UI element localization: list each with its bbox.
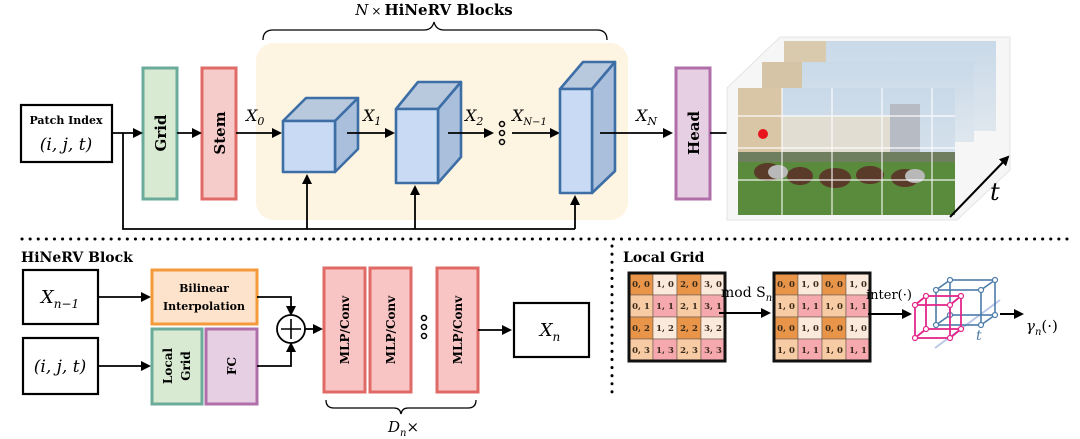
label-xn-1: XN−1 [510, 106, 547, 128]
grid-cell-label: 1, 1 [801, 346, 819, 356]
grid-cell-label: 1, 2 [656, 324, 674, 334]
svg-text:MLP/Conv: MLP/Conv [451, 295, 465, 364]
grid-cell-label: 0, 1 [632, 302, 650, 312]
svg-text:(i, j, t): (i, j, t) [34, 357, 86, 377]
grid-cell-label: 3, 3 [704, 346, 722, 356]
grid-cell-label: 1, 0 [825, 346, 843, 356]
head-block: Head [674, 66, 712, 201]
mod-label: mod Sn [721, 285, 772, 304]
patch-index-coords: (i, j, t) [40, 135, 92, 155]
arrow-bilinear-to-add [257, 296, 296, 316]
depth-label: Dn× [387, 418, 419, 439]
blocks-title: N×HiNeRV Blocks [354, 1, 512, 19]
grid-cell-label: 1, 3 [656, 346, 674, 356]
grid-cell-label: 2, 2 [680, 324, 698, 334]
grid-cell-label: 0, 2 [632, 324, 650, 334]
time-axis-label: t [990, 178, 1000, 206]
add-icon [276, 314, 306, 344]
mlp-conv-block-1: MLP/Conv [322, 266, 367, 394]
local-grid-after: 0, 0 1, 0 0, 0 1, 0 1, 0 1, 1 1, 0 1, 1 0, 0 1, 0… [772, 271, 872, 363]
grid-cell-label: 1, 0 [849, 324, 867, 334]
cube-t-label: t [976, 328, 982, 344]
video-frame-front [738, 88, 955, 215]
grid-cell-label: 1, 0 [777, 346, 795, 356]
bilinear-interpolation-block: Bilinear Interpolation [150, 268, 259, 326]
patch-query-dot [758, 129, 768, 139]
svg-text:Bilinear: Bilinear [179, 282, 229, 295]
grid-cell-label: 3, 1 [704, 302, 722, 312]
input-prev-box: Xn−1 [21, 268, 100, 326]
patch-index-label: Patch Index [29, 114, 103, 127]
local-grid-before: 0, 0 1, 0 2, 0 3, 0 0, 1 1, 1 2, 1 3, 1 0, 2 1, 2… [627, 271, 727, 363]
grid-cell-label: 1, 0 [825, 302, 843, 312]
label-xn: XN [634, 106, 657, 128]
grid-cell-label: 0, 0 [777, 324, 795, 334]
mlp-conv-block-2: MLP/Conv [368, 266, 413, 394]
svg-text:FC: FC [225, 357, 239, 375]
video-frames [726, 36, 1011, 221]
pink-cube [914, 295, 962, 339]
grid-cell-label: 3, 2 [704, 324, 722, 334]
svg-text:Interpolation: Interpolation [163, 300, 245, 313]
ellipsis-icon [420, 314, 428, 340]
label-x2: X2 [463, 106, 483, 128]
svg-text:Xn: Xn [538, 320, 561, 344]
grid-border [772, 271, 872, 363]
grid-cell-label: 0, 0 [777, 280, 795, 290]
svg-text:Grid: Grid [179, 351, 193, 381]
ellipsis-icon [498, 120, 506, 146]
grid-block: Grid [141, 66, 179, 201]
grid-cell-label: 0, 0 [825, 324, 843, 334]
inter-label: inter(·) [866, 288, 912, 303]
grid-cell-label: 1, 0 [849, 280, 867, 290]
grid-cell-label: 1, 0 [801, 324, 819, 334]
fc-block: FC [204, 327, 259, 406]
svg-text:Xn−1: Xn−1 [39, 287, 79, 311]
head-label: Head [685, 111, 703, 155]
grid-cell-label: 2, 0 [680, 280, 698, 290]
grid-label: Grid [152, 114, 170, 151]
svg-text:Local: Local [161, 348, 175, 385]
grid-cell-label: 1, 1 [801, 302, 819, 312]
input-coords-box: (i, j, t) [21, 336, 100, 396]
grid-border [627, 271, 727, 363]
label-x1: X1 [361, 106, 381, 128]
depth-brace [325, 399, 477, 415]
svg-text:MLP/Conv: MLP/Conv [338, 295, 352, 364]
grid-cell-label: 0, 0 [632, 280, 650, 290]
grid-cell-label: 1, 1 [656, 302, 674, 312]
grid-cell-label: 1, 0 [777, 302, 795, 312]
label-x0: X0 [244, 106, 264, 128]
stem-label: Stem [211, 111, 229, 154]
grid-cell-label: 2, 3 [680, 346, 698, 356]
blue-cube [935, 279, 996, 326]
grid-cell-label: 1, 1 [849, 302, 867, 312]
blocks-brace [262, 21, 608, 41]
local-grid-title: Local Grid [623, 250, 705, 266]
arrow-fc-to-add [257, 342, 296, 367]
svg-text:MLP/Conv: MLP/Conv [384, 295, 398, 364]
hinerv-block-n [558, 60, 617, 195]
time-axis-arrow [949, 155, 1010, 218]
stem-block: Stem [200, 66, 238, 201]
grid-cell-label: 1, 0 [656, 280, 674, 290]
gamma-label: γn(·) [1026, 317, 1058, 338]
grid-cell-label: 1, 1 [849, 346, 867, 356]
hinerv-block-title: HiNeRV Block [21, 250, 133, 266]
grid-cell-label: 3, 0 [704, 280, 722, 290]
grid-cell-label: 2, 1 [680, 302, 698, 312]
patch-index-box: Patch Index (i, j, t) [19, 103, 114, 164]
output-box: Xn [512, 301, 591, 359]
grid-cell-label: 0, 0 [825, 280, 843, 290]
interpolation-cubes-icon: t [911, 276, 1001, 349]
mlp-conv-block-n: MLP/Conv [435, 266, 480, 394]
skip-connection-line [122, 133, 575, 230]
hinerv-block-1 [281, 96, 360, 174]
grid-cell-label: 0, 3 [632, 346, 650, 356]
grid-cell-label: 1, 0 [801, 280, 819, 290]
local-grid-block: Local Grid [150, 327, 204, 406]
